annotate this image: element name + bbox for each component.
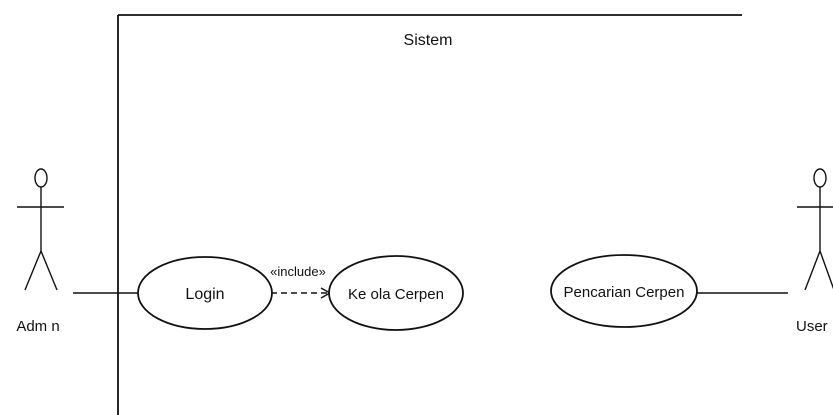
actor-user-left-leg	[804, 250, 821, 291]
actor-admin-right-leg	[40, 250, 58, 291]
actor-user[interactable]: User	[796, 168, 833, 335]
use-case-kelola-cerpen-ellipse	[328, 255, 464, 331]
use-case-pencarian-cerpen[interactable]: Pencarian Cerpen	[550, 254, 698, 328]
actor-admin-head	[34, 168, 48, 188]
actor-admin[interactable]: Adm n	[16, 168, 64, 335]
use-case-login-label: Login	[185, 286, 224, 303]
use-case-pencarian-cerpen-label: Pencarian Cerpen	[564, 284, 685, 301]
use-case-pencarian-cerpen-ellipse	[550, 254, 698, 328]
use-case-kelola-cerpen-label: Ke ola Cerpen	[348, 286, 444, 303]
actor-admin-label: Adm n	[16, 318, 59, 335]
use-case-kelola-cerpen[interactable]: Ke ola Cerpen	[328, 255, 464, 331]
actor-user-head	[813, 168, 827, 188]
use-case-login-ellipse	[137, 256, 273, 330]
include-dependency: «include»	[270, 264, 332, 299]
system-title: Sistem	[404, 32, 453, 49]
actor-user-right-leg	[819, 250, 833, 290]
use-case-login[interactable]: Login	[137, 256, 273, 330]
include-label: «include»	[270, 264, 326, 279]
actor-user-label: User	[796, 318, 828, 335]
system-boundary: Sistem	[117, 14, 742, 415]
actor-admin-left-leg	[24, 250, 42, 291]
